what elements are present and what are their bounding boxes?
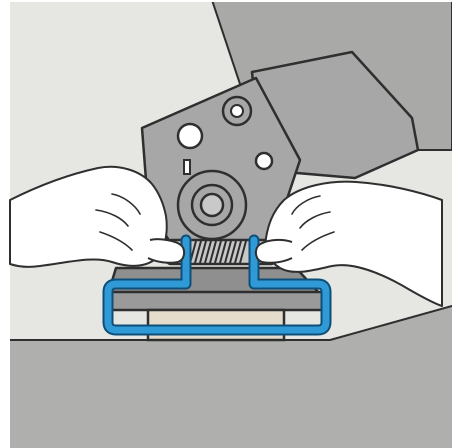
right-thumb	[256, 240, 292, 263]
hole-ring-inner	[231, 105, 243, 117]
left-thumb	[148, 239, 184, 263]
frame-border-top	[0, 0, 452, 2]
hub-inner	[201, 194, 223, 216]
hole-large	[178, 124, 202, 148]
hole-small	[256, 153, 272, 169]
slot-hole	[184, 160, 190, 174]
base-bar	[108, 292, 322, 310]
left-border	[0, 0, 10, 448]
hub	[178, 171, 246, 239]
